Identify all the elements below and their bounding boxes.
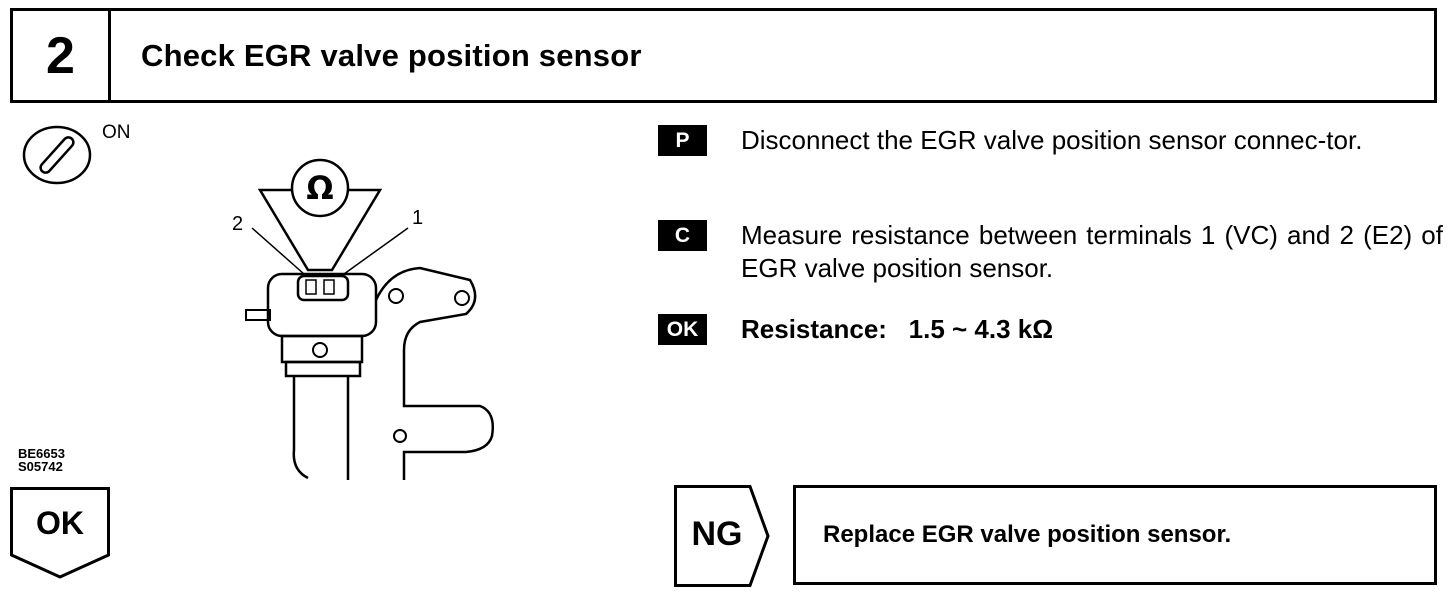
badge-prepare: P [658, 125, 707, 156]
valve-stem [292, 376, 350, 480]
figure-code-1: BE6653 [18, 446, 65, 461]
terminal-label-1: 1 [412, 207, 423, 229]
egr-sensor-illustration: Ω 2 1 [232, 158, 494, 480]
ng-action-box: Replace EGR valve position sensor. [793, 485, 1437, 585]
ohm-symbol: Ω [306, 169, 333, 207]
ng-action-text: Replace EGR valve position sensor. [823, 521, 1232, 548]
instruction-prepare: P Disconnect the EGR valve position sens… [658, 124, 1443, 157]
instruction-text-check: Measure resistance between terminals 1 (… [741, 220, 1443, 283]
step-title: Check EGR valve position sensor [141, 37, 642, 73]
step-header: 2 Check EGR valve position sensor [10, 8, 1437, 103]
sensor-body [266, 272, 378, 338]
ohmmeter-circle [290, 158, 350, 218]
step-number: 2 [13, 11, 111, 100]
ok-result-label: OK [36, 505, 84, 541]
instruction-text-prepare: Disconnect the EGR valve position sensor… [741, 125, 1363, 155]
figure-codes: BE6653 S05742 [18, 447, 65, 473]
badge-check: C [658, 220, 707, 251]
ok-result-arrow [10, 487, 110, 579]
resistance-spec: Resistance: 1.5 ~ 4.3 kΩ [741, 314, 1054, 344]
figure-code-2: S05742 [18, 459, 63, 474]
instruction-check: C Measure resistance between terminals 1… [658, 219, 1443, 285]
ng-result-arrow [674, 485, 770, 587]
terminal-label-2: 2 [232, 213, 243, 235]
mounting-bracket [374, 266, 494, 480]
ignition-state-label: ON [102, 122, 131, 143]
badge-ok: OK [658, 314, 707, 345]
ignition-switch-icon [22, 125, 92, 185]
sensor-connector [296, 274, 350, 302]
instruction-ok-spec: OK Resistance: 1.5 ~ 4.3 kΩ [658, 313, 1443, 346]
ng-result-label: NG [691, 515, 743, 553]
